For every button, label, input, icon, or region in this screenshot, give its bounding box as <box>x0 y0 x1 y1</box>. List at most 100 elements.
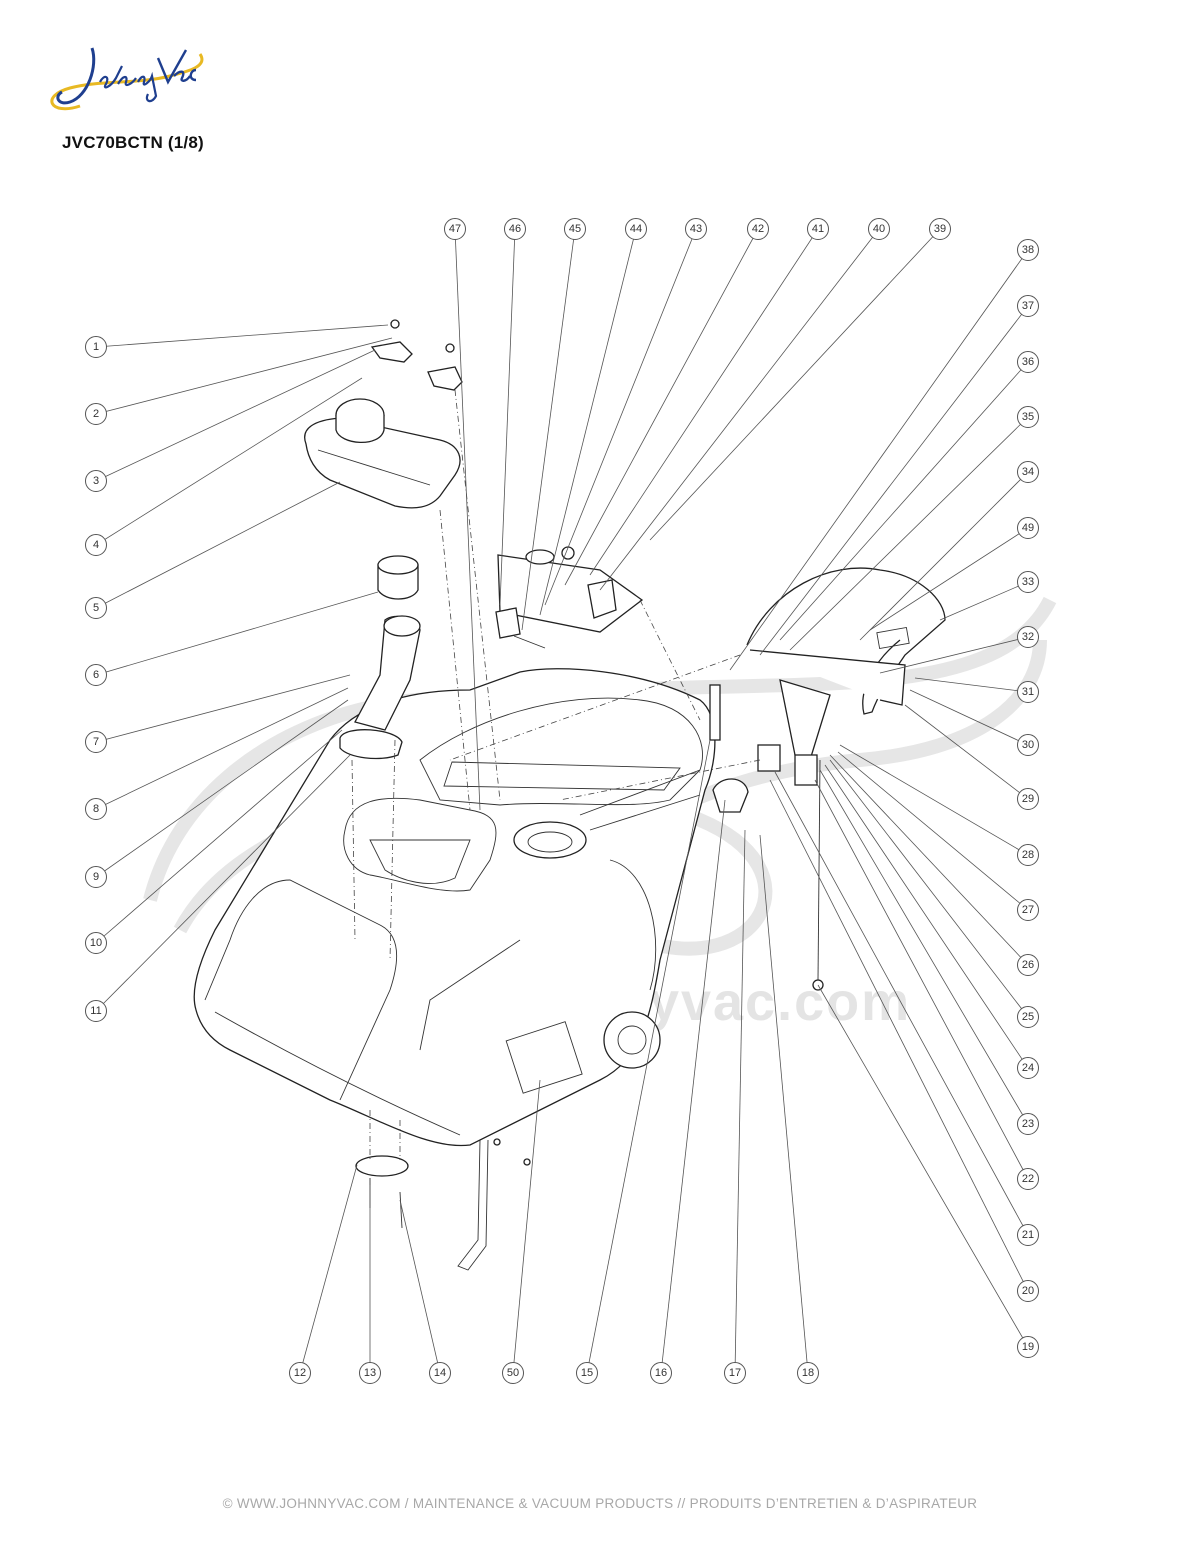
callout-number: 8 <box>93 803 99 815</box>
callout-number: 26 <box>1022 959 1034 971</box>
callout-28: 28 <box>1017 844 1039 866</box>
callout-circle <box>85 866 107 888</box>
callout-circle <box>502 1362 524 1384</box>
leader-line-45 <box>521 228 576 631</box>
callout-39: 39 <box>929 218 951 240</box>
leader-line-8 <box>95 687 349 810</box>
callout-circle <box>85 336 107 358</box>
callout-circle <box>85 664 107 686</box>
leader-line-29 <box>904 704 1029 800</box>
callout-number: 24 <box>1022 1062 1034 1074</box>
callout-25: 25 <box>1017 1006 1039 1028</box>
callout-circle <box>1017 844 1039 866</box>
leader-line-5 <box>95 481 341 609</box>
callout-circle <box>1017 517 1039 539</box>
callout-number: 14 <box>434 1367 446 1379</box>
callout-circle <box>576 1362 598 1384</box>
callout-number: 34 <box>1022 466 1034 478</box>
callout-19: 19 <box>1017 1336 1039 1358</box>
callout-circle <box>1017 295 1039 317</box>
callout-5: 5 <box>85 597 107 619</box>
callout-27: 27 <box>1017 899 1039 921</box>
leader-line-47 <box>454 228 481 811</box>
leader-line-15 <box>586 739 711 1374</box>
filter-and-hose <box>339 555 421 760</box>
callout-number: 5 <box>93 602 99 614</box>
callout-number: 27 <box>1022 904 1034 916</box>
callout-30: 30 <box>1017 734 1039 756</box>
callout-circle <box>444 218 466 240</box>
callout-number: 4 <box>93 539 99 551</box>
callout-43: 43 <box>685 218 707 240</box>
leader-line-40 <box>599 228 880 591</box>
callout-number: 23 <box>1022 1118 1034 1130</box>
callout-12: 12 <box>289 1362 311 1384</box>
leader-line-37 <box>759 305 1029 656</box>
callout-14: 14 <box>429 1362 451 1384</box>
callout-number: 17 <box>729 1367 741 1379</box>
callout-circle <box>1017 1057 1039 1079</box>
callout-circle <box>1017 1224 1039 1246</box>
callout-number: 3 <box>93 475 99 487</box>
callout-circle <box>1017 239 1039 261</box>
leader-line-18 <box>759 834 809 1374</box>
leader-line-22 <box>814 779 1029 1180</box>
leader-line-17 <box>734 829 746 1374</box>
callout-38: 38 <box>1017 239 1039 261</box>
callout-21: 21 <box>1017 1224 1039 1246</box>
callout-number: 49 <box>1022 522 1034 534</box>
callout-31: 31 <box>1017 681 1039 703</box>
callout-circle <box>807 218 829 240</box>
callout-circle <box>359 1362 381 1384</box>
callout-circle <box>1017 406 1039 428</box>
callout-circle <box>85 597 107 619</box>
callout-leaders <box>95 228 1029 1374</box>
callout-circle <box>797 1362 819 1384</box>
callout-number: 16 <box>655 1367 667 1379</box>
callout-49: 49 <box>1017 517 1039 539</box>
callout-26: 26 <box>1017 954 1039 976</box>
callout-11: 11 <box>85 1000 107 1022</box>
callout-3: 3 <box>85 470 107 492</box>
callout-46: 46 <box>504 218 526 240</box>
callout-2: 2 <box>85 403 107 425</box>
leader-line-26 <box>829 754 1029 966</box>
callout-41: 41 <box>807 218 829 240</box>
callout-number: 45 <box>569 223 581 235</box>
callout-circle <box>504 218 526 240</box>
callout-13: 13 <box>359 1362 381 1384</box>
leader-line-50 <box>512 1079 541 1374</box>
callout-circle <box>1017 788 1039 810</box>
drain-plate-and-rod <box>355 1138 531 1271</box>
leader-line-28 <box>839 744 1029 856</box>
callout-number: 35 <box>1022 411 1034 423</box>
callout-number: 37 <box>1022 300 1034 312</box>
leader-line-38 <box>729 249 1029 671</box>
leader-line-2 <box>95 337 393 415</box>
leader-line-21 <box>774 771 1029 1236</box>
callout-circle <box>747 218 769 240</box>
callout-number: 2 <box>93 408 99 420</box>
footer-copyright: © WWW.JOHNNYVAC.COM / MAINTENANCE & VACU… <box>222 1496 978 1511</box>
leader-line-46 <box>499 228 516 606</box>
callout-number: 39 <box>934 223 946 235</box>
callout-number: 11 <box>90 1005 101 1017</box>
control-panel <box>495 546 644 649</box>
callout-circle <box>1017 681 1039 703</box>
callout-42: 42 <box>747 218 769 240</box>
callout-45: 45 <box>564 218 586 240</box>
callout-35: 35 <box>1017 406 1039 428</box>
leader-line-42 <box>564 228 759 586</box>
recovery-tank-body <box>193 668 716 1147</box>
callout-circle <box>1017 1006 1039 1028</box>
johnnyvac-logo <box>50 47 204 111</box>
callout-circle <box>1017 954 1039 976</box>
leader-line-6 <box>95 591 379 676</box>
callout-33: 33 <box>1017 571 1039 593</box>
callout-16: 16 <box>650 1362 672 1384</box>
leader-line-32 <box>879 636 1029 674</box>
callout-number: 33 <box>1022 576 1034 588</box>
callout-number: 29 <box>1022 793 1034 805</box>
callout-8: 8 <box>85 798 107 820</box>
leader-line-16 <box>660 799 726 1374</box>
